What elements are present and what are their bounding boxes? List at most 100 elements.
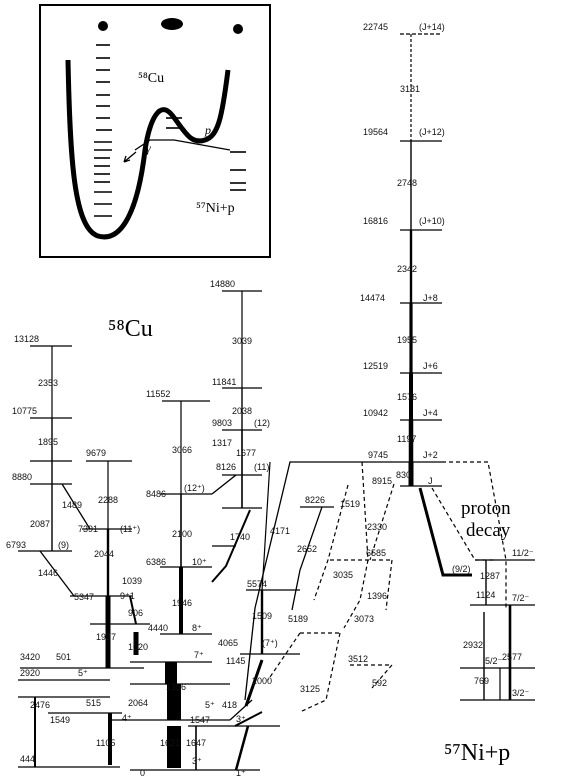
energy-3125: 3125 <box>300 684 320 694</box>
gamma-1105: 1105 <box>96 738 115 748</box>
gamma-1647: 1647 <box>186 738 206 748</box>
energy-3512: 3512 <box>348 654 368 664</box>
energy-1124: 1124 <box>476 590 495 600</box>
gamma-418: 418 <box>222 700 237 710</box>
gamma-2652: 2652 <box>297 544 317 554</box>
ni57-levels: 11/2⁻ 1287 (9/2) 1124 7/2⁻ 2932 2577 5/2… <box>452 548 535 700</box>
energy-4440: 4440 <box>148 623 168 633</box>
energy-0: 0 <box>140 768 145 778</box>
spin-J10: (J+10) <box>419 216 445 226</box>
energy-8880: 8880 <box>12 472 32 482</box>
gamma-1740: 1740 <box>230 532 250 542</box>
gamma-3181: 3181 <box>400 84 420 94</box>
spin-10p: 10⁺ <box>192 557 207 567</box>
spin-7p: 7⁺ <box>194 650 204 660</box>
gamma-2330: 2330 <box>367 522 387 532</box>
spin-11p: (11⁺) <box>120 524 140 534</box>
gamma-1955: 1955 <box>397 335 417 345</box>
gamma-2044: 2044 <box>94 549 114 559</box>
inset-gamma-label: γ <box>146 141 151 155</box>
proton-decay-label-1: proton <box>461 498 511 519</box>
gamma-3035: 3035 <box>333 570 353 580</box>
inset-dot-right <box>233 24 243 34</box>
energy-769: 769 <box>474 676 489 686</box>
gamma-3066: 3066 <box>172 445 192 455</box>
gamma-2000: 2000 <box>252 676 272 686</box>
energy-2064: 2064 <box>128 698 148 708</box>
energy-444: 444 <box>20 754 35 764</box>
spin-11-2: 11/2⁻ <box>512 548 534 558</box>
energy-6793: 6793 <box>6 540 26 550</box>
gamma-1677: 1677 <box>236 448 256 458</box>
energy-8915: 8915 <box>372 476 392 486</box>
energy-2920: 2920 <box>20 668 40 678</box>
gamma-1576: 1576 <box>397 392 417 402</box>
gamma-830: 830 <box>396 470 411 480</box>
energy-4065: 4065 <box>218 638 238 648</box>
spin-J12: (J+12) <box>419 127 445 137</box>
gamma-2476: 2476 <box>30 700 50 710</box>
gamma-1317: 1317 <box>212 438 232 448</box>
energy-16816: 16816 <box>363 216 388 226</box>
energy-6386: 6386 <box>146 557 166 567</box>
spin-J2: J+2 <box>423 450 438 460</box>
gamma-1020: 1020 <box>128 642 148 652</box>
spin-J8: J+8 <box>423 293 438 303</box>
energy-11552: 11552 <box>146 389 170 399</box>
energy-8126: 8126 <box>216 462 236 472</box>
gamma-2087: 2087 <box>30 519 50 529</box>
gamma-2342: 2342 <box>397 264 417 274</box>
gamma-906: 906 <box>128 608 143 618</box>
inset-cu58-label: ⁵⁸Cu <box>138 71 164 86</box>
gamma-2038: 2038 <box>232 406 252 416</box>
gamma-1927: 1927 <box>96 632 116 642</box>
inset-p-label: p <box>204 123 211 137</box>
energy-2577: 2577 <box>502 652 522 662</box>
gamma-515: 515 <box>86 698 101 708</box>
energy-14880: 14880 <box>210 279 235 289</box>
spin-7pp: (7⁺) <box>262 638 278 648</box>
spin-3p2: 3⁺ <box>192 756 202 766</box>
energy-9679: 9679 <box>86 448 106 458</box>
spin-12: (12) <box>254 418 270 428</box>
energy-8486: 8486 <box>146 489 166 499</box>
cu58-heading: ⁵⁸Cu <box>108 316 153 342</box>
inset-dot-center <box>161 18 183 30</box>
energy-1547: 1547 <box>190 715 210 725</box>
spin-9: (9) <box>58 540 69 550</box>
spin-7-2: 7/2⁻ <box>512 593 530 603</box>
energy-11841: 11841 <box>212 377 236 387</box>
inset-frame <box>40 5 270 257</box>
gamma-1039: 1039 <box>122 576 142 586</box>
spin-9-2: (9/2) <box>452 564 471 574</box>
spin-3p: 3⁺ <box>236 714 246 724</box>
energy-3073: 3073 <box>354 614 374 624</box>
inset-potential-diagram: ⁵⁸Cu γ p ⁵⁷Ni+p <box>40 5 270 257</box>
gamma-1489: 1489 <box>62 500 82 510</box>
band-14880: 14880 3039 11841 2038 9803 (12) 1677 131… <box>210 279 270 582</box>
gamma-1946: 1946 <box>172 598 192 608</box>
gamma-2748: 2748 <box>397 178 417 188</box>
low-levels: 3420 501 7⁺ 5⁺ 2920 1356 2476 515 2064 5… <box>18 650 280 778</box>
spin-J4: J+4 <box>423 408 438 418</box>
energy-9745: 9745 <box>368 450 388 460</box>
gamma-501: 501 <box>56 652 71 662</box>
energy-5347: 5347 <box>74 592 94 602</box>
energy-1287: 1287 <box>480 571 500 581</box>
gamma-1396: 1396 <box>367 591 387 601</box>
spin-11: (11) <box>254 462 269 472</box>
spin-8p: 8⁺ <box>192 623 202 633</box>
spin-4p: 4⁺ <box>122 713 132 723</box>
spin-5p: 5⁺ <box>78 668 88 678</box>
gamma-2100: 2100 <box>172 529 192 539</box>
energy-13128: 13128 <box>14 334 39 344</box>
gamma-1145: 1145 <box>226 656 245 666</box>
gamma-592: 592 <box>372 678 387 688</box>
energy-19564: 19564 <box>363 127 388 137</box>
gamma-3039: 3039 <box>232 336 252 346</box>
energy-14474: 14474 <box>360 293 385 303</box>
energy-3420: 3420 <box>20 652 40 662</box>
gamma-2353: 2353 <box>38 378 58 388</box>
energy-5189: 5189 <box>288 614 308 624</box>
